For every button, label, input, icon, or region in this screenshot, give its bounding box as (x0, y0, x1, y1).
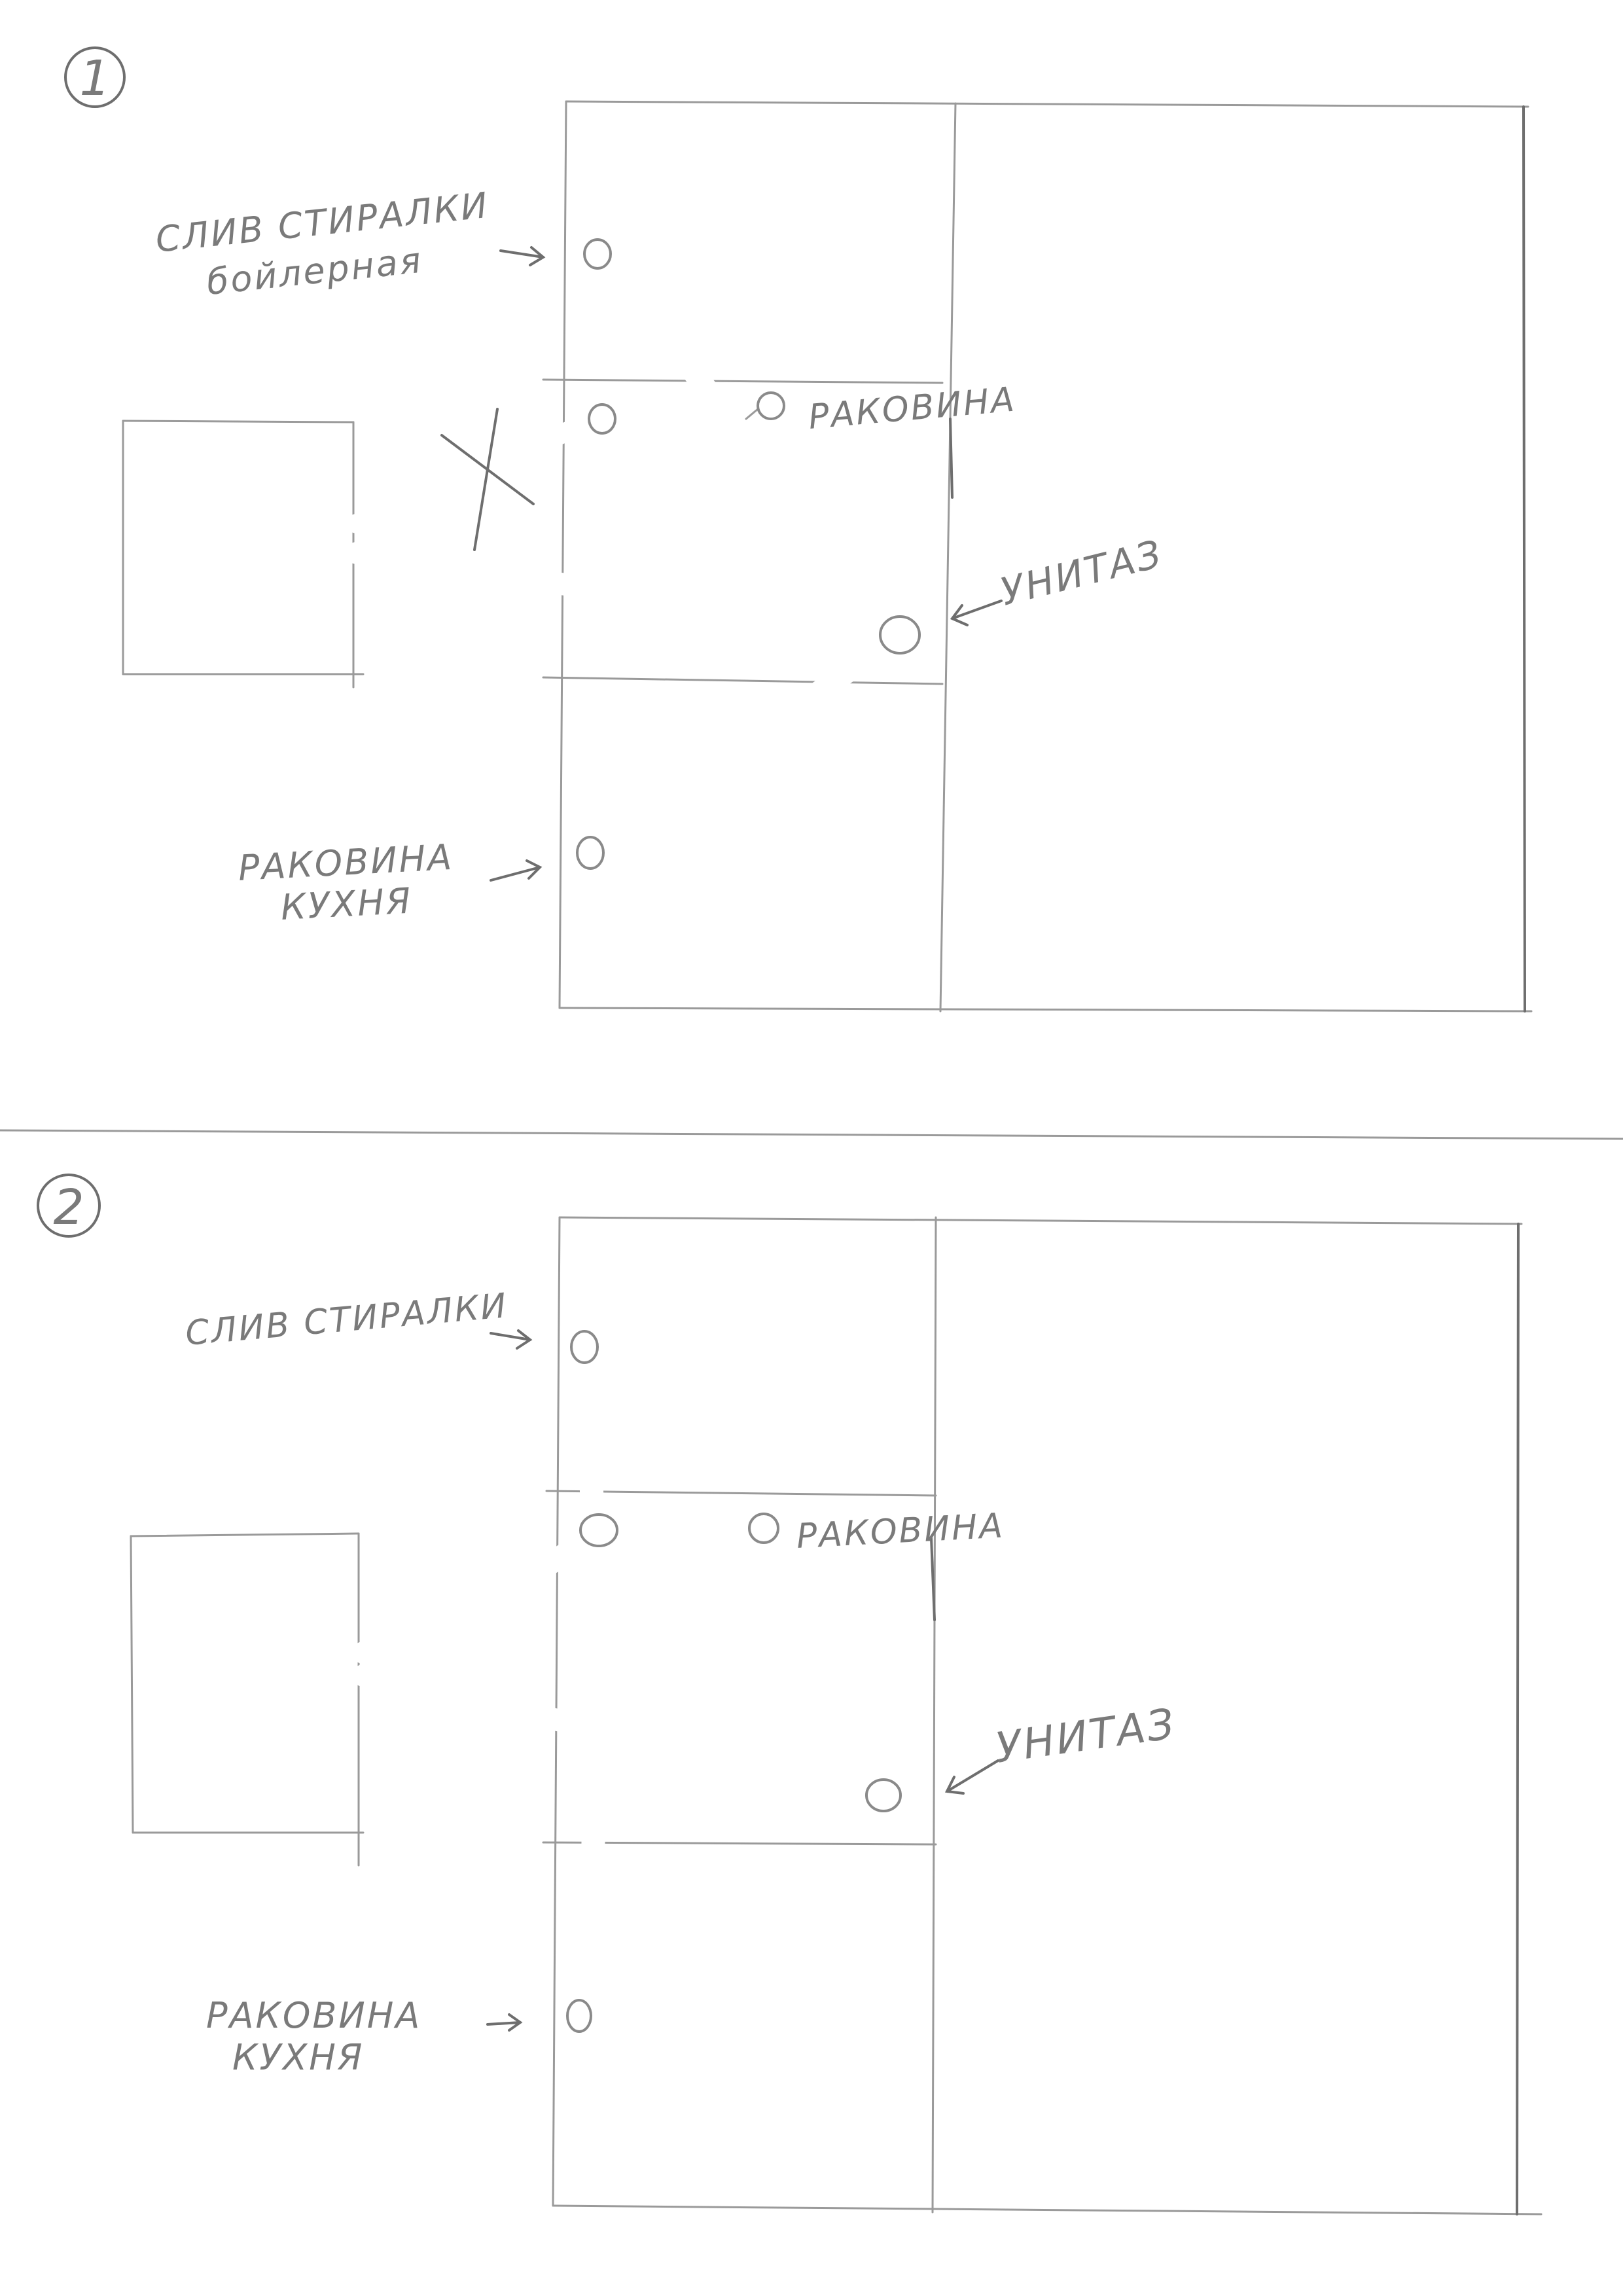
variant-1-arrows (490, 246, 1003, 882)
variant-2-sewer-box (130, 1532, 365, 1867)
variant-2-toilet-arrow-icon (944, 1759, 999, 1795)
variant-1-diagram: 1 (64, 46, 1533, 1013)
variant-2-junction-outlet (579, 1513, 618, 1547)
variant-1-kitchen-sink-outlet (576, 836, 605, 870)
variant-1-washer-drain-outlet (583, 238, 612, 270)
variant-2-bathroom-sink-outlet (748, 1513, 779, 1544)
variant-1-washer-arrow-icon (499, 246, 546, 266)
variant-2-kitchen-sink-outlet (566, 1999, 592, 2033)
variant-1-toilet-outlet (879, 615, 921, 655)
variant-2-number: 2 (53, 1179, 84, 1236)
variant-2-arrows (486, 1329, 999, 2032)
variant-1-number-circle (64, 46, 126, 108)
variant-1-bathroom-sink-label: РАКОВИНА (807, 380, 1018, 437)
variant-1-toilet-arrow-icon (950, 600, 1003, 626)
variant-1-cancelled-outlet (588, 403, 616, 435)
variant-2-washer-drain-label: СЛИВ СТИРАЛКИ (184, 1286, 510, 1354)
variant-2-washer-arrow-icon (490, 1329, 533, 1350)
variant-1-cancelled-pipe (347, 408, 609, 551)
variant-1-toilet-label: УНИТАЗ (996, 531, 1168, 614)
variant-2-bathroom-sink-label: РАКОВИНА (796, 1506, 1006, 1556)
variant-2-kitchen-arrow-icon (486, 2013, 523, 2032)
variant-1-pipes (346, 241, 911, 865)
variant-1-kitchen-sink-label-2: КУХНЯ (279, 880, 413, 928)
variant-1-bathroom-sink-outlet (757, 391, 785, 420)
variant-2-pipes (352, 1333, 895, 2028)
variant-1-number: 1 (79, 50, 110, 107)
variant-1-kitchen-sink-label: РАКОВИНА (237, 836, 454, 889)
variants-divider (0, 1129, 1623, 1140)
variant-2-number-circle (37, 1174, 101, 1238)
variant-2-kitchen-sink-label-2: КУХНЯ (232, 2037, 364, 2078)
variant-1-kitchen-arrow-icon (490, 859, 543, 882)
variant-1-room-outline (542, 100, 1533, 1013)
variant-2-room-outline (542, 1216, 1543, 2215)
variant-2-washer-drain-outlet (570, 1330, 599, 1364)
variant-1-sewer-box (122, 420, 365, 689)
variant-2-diagram: 2 (37, 1174, 1543, 2215)
variant-2-toilet-outlet (865, 1778, 902, 1812)
variant-2-kitchen-sink-label: РАКОВИНА (206, 1995, 421, 2036)
variant-2-toilet-label: УНИТАЗ (993, 1700, 1179, 1773)
